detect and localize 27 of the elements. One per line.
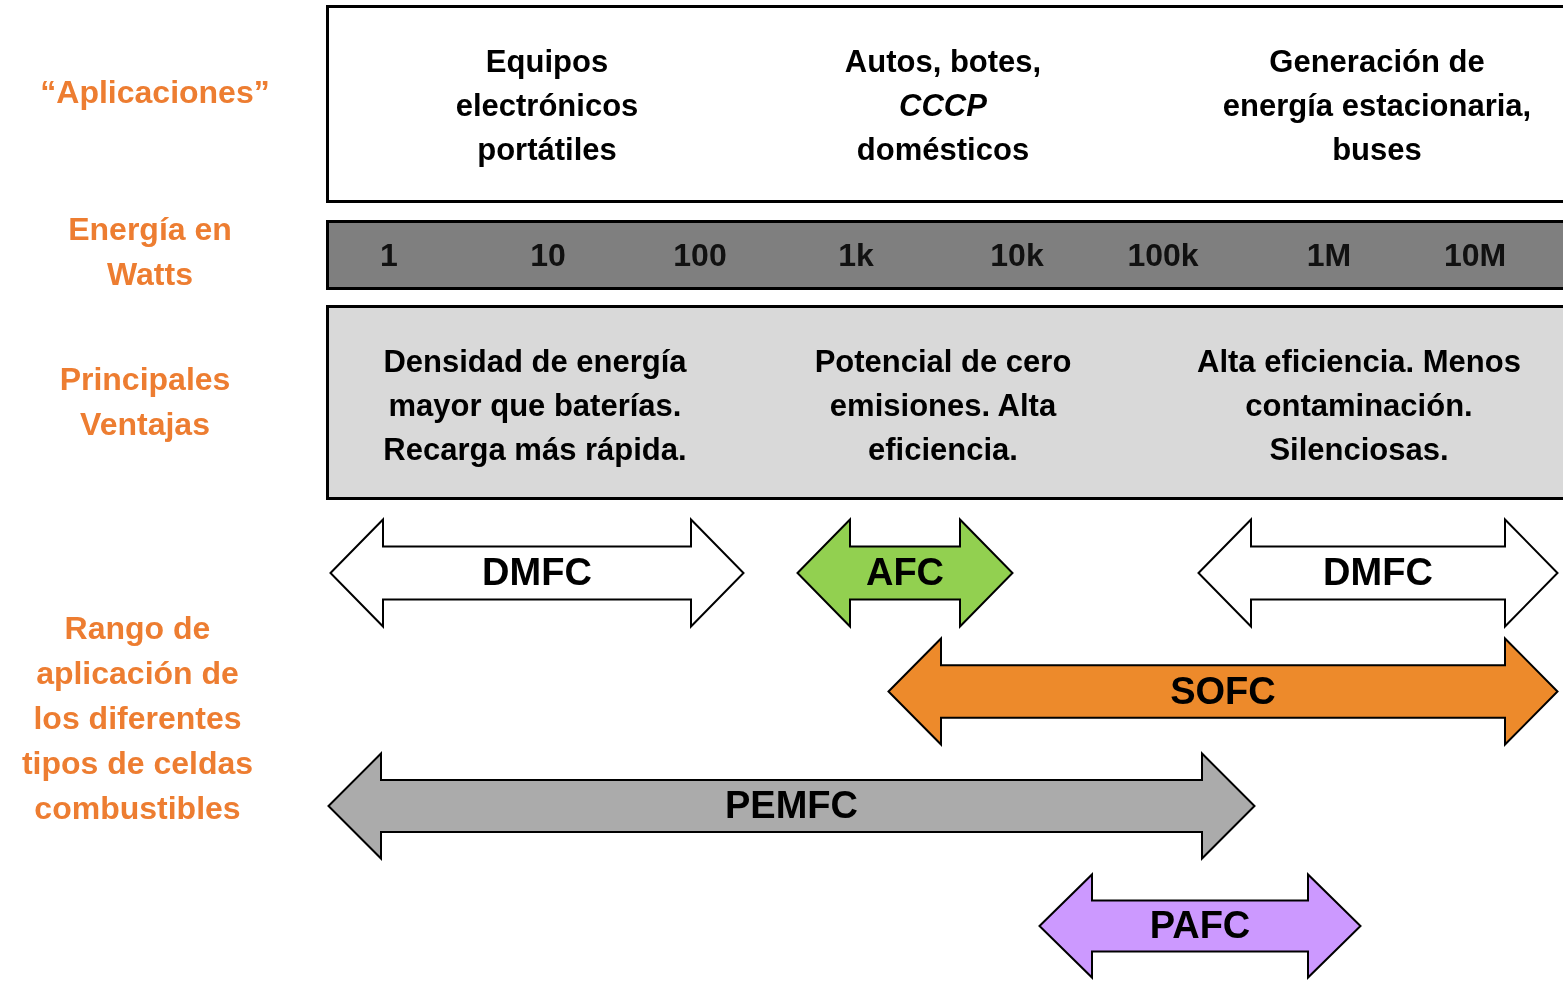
- arrow-label: DMFC: [1322, 551, 1434, 594]
- applications-box: [326, 5, 1563, 203]
- arrow-label: PEMFC: [724, 784, 859, 827]
- cell-text: Potencial de cero emisiones. Alta eficiencia.: [813, 343, 1073, 469]
- row-header: Energía en Watts: [67, 210, 233, 294]
- scale-value: 100: [673, 237, 727, 274]
- row-header: Principales Ventajas: [58, 360, 232, 444]
- advantages-box: [326, 305, 1563, 500]
- scale-value: 1k: [838, 237, 874, 274]
- scale-value: 10: [530, 237, 566, 274]
- scale-value: 10k: [990, 237, 1044, 274]
- scale-bar: [326, 220, 1563, 290]
- scale-value: 1M: [1306, 237, 1352, 274]
- arrow-label: SOFC: [1169, 669, 1277, 713]
- arrow-label: AFC: [864, 551, 946, 594]
- scale-value: 10M: [1443, 237, 1507, 274]
- cell-text: Densidad de energía mayor que baterías. Recarga más rápida.: [382, 343, 688, 469]
- row-header: Rango de aplicación de los diferentes tipos de celdas combustibles: [20, 609, 255, 828]
- scale-value: 100k: [1127, 237, 1199, 274]
- scale-value: 1: [380, 237, 398, 274]
- row-header: “Aplicaciones”: [39, 73, 271, 112]
- cell-text: Generación de energía estacionaria, buses: [1221, 43, 1533, 169]
- arrow-label: DMFC: [481, 551, 593, 594]
- cell-text: Alta eficiencia. Menos contaminación. Silenciosas.: [1196, 343, 1522, 469]
- arrow-label: PAFC: [1148, 904, 1252, 947]
- cell-text: Equipos electrónicos portátiles: [454, 43, 640, 169]
- cell-text: Autos, botes, CCCP domésticos: [843, 43, 1043, 169]
